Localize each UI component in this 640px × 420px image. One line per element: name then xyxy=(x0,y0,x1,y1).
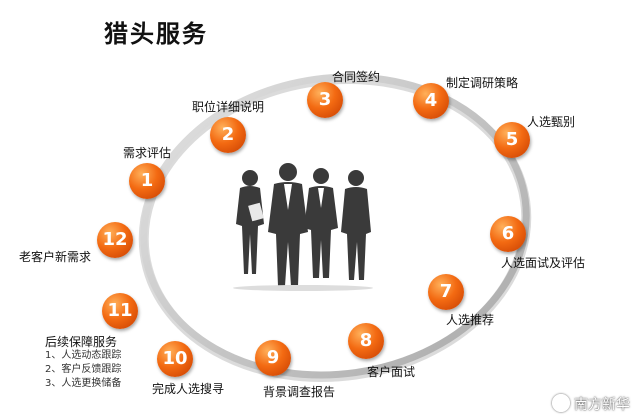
step-1-label: 需求评估 xyxy=(123,146,172,160)
step-7-badge: 7 xyxy=(428,274,464,310)
step-10-label: 完成人选搜寻 xyxy=(152,382,225,396)
step-7-label: 人选推荐 xyxy=(446,313,495,327)
step-11-label: 后续保障服务 xyxy=(45,335,118,349)
step-11-subitem: 2、客户反馈跟踪 xyxy=(45,364,122,375)
step-8-label: 客户面试 xyxy=(367,365,416,379)
step-12-badge: 12 xyxy=(97,222,133,258)
step-6-label: 人选面试及评估 xyxy=(501,256,586,270)
step-2-label: 职位详细说明 xyxy=(192,100,265,114)
step-4-badge: 4 xyxy=(413,83,449,119)
step-8-badge: 8 xyxy=(348,323,384,359)
step-9-badge: 9 xyxy=(255,340,291,376)
step-5-badge: 5 xyxy=(494,122,530,158)
step-4-label: 制定调研策略 xyxy=(446,76,519,90)
watermark-logo-icon xyxy=(552,394,570,412)
step-12-label: 老客户新需求 xyxy=(19,250,92,264)
step-11-subitem: 1、人选动态跟踪 xyxy=(45,350,122,361)
step-6-badge: 6 xyxy=(490,216,526,252)
step-1-badge: 1 xyxy=(129,163,165,199)
watermark: 南方新华 xyxy=(552,394,630,414)
team-silhouette-icon xyxy=(233,163,373,291)
step-9-label: 背景调查报告 xyxy=(263,385,336,399)
step-3-badge: 3 xyxy=(307,82,343,118)
diagram-title: 猎头服务 xyxy=(104,20,208,48)
step-10-badge: 10 xyxy=(157,341,193,377)
step-5-label: 人选甄别 xyxy=(527,115,576,129)
step-3-label: 合同签约 xyxy=(332,70,381,84)
watermark-text: 南方新华 xyxy=(574,397,630,413)
step-11-subitem: 3、人选更换储备 xyxy=(45,378,122,389)
step-2-badge: 2 xyxy=(210,117,246,153)
step-11-badge: 11 xyxy=(102,293,138,329)
